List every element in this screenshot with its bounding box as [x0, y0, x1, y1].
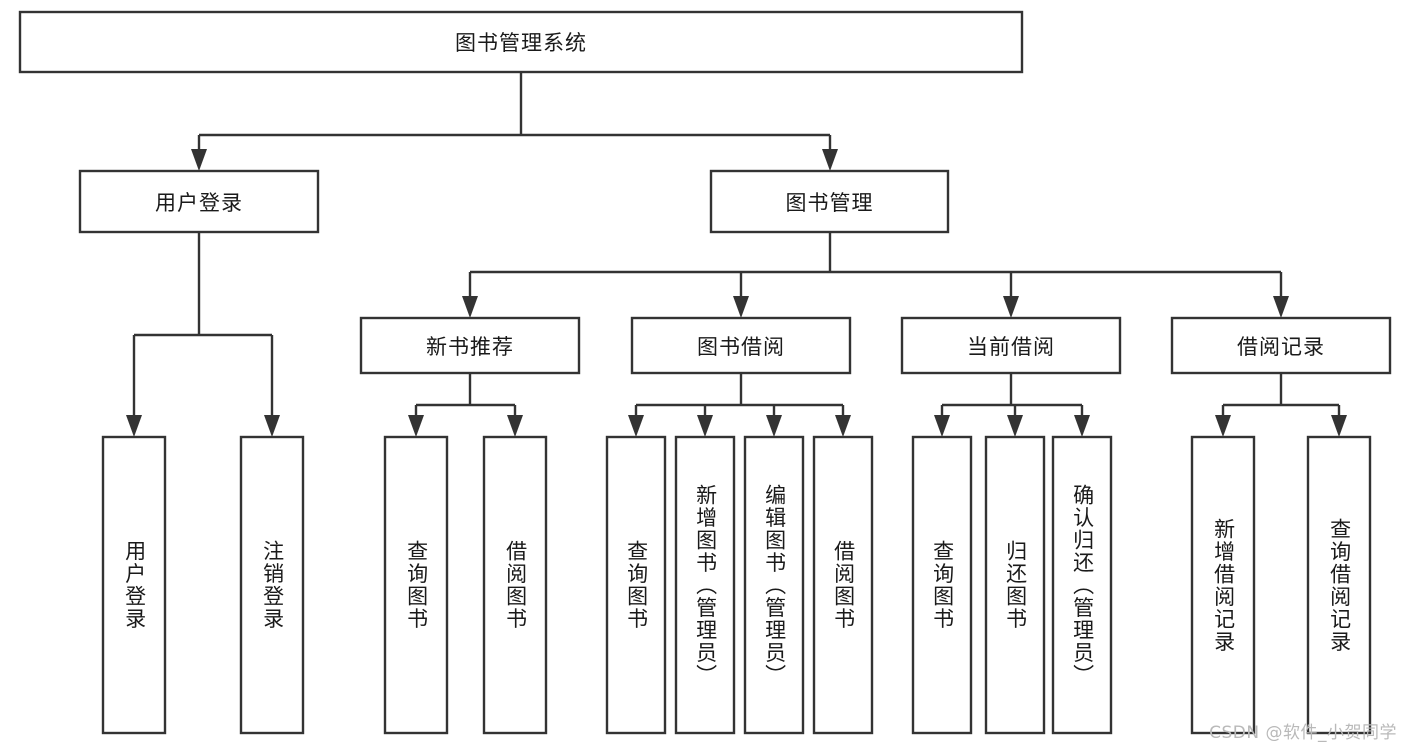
arrow-icon-book-manage-children-3 — [1273, 296, 1289, 318]
arrow-icon-book-manage-children-1 — [733, 296, 749, 318]
node-box-leaf-add-book[interactable] — [674, 435, 736, 735]
arrow-icon-root-children-1 — [822, 149, 838, 171]
connector-layer — [126, 72, 1347, 437]
node-box-leaf-query-book-3[interactable] — [911, 435, 973, 735]
connector-group-current-borrow — [934, 373, 1090, 437]
node-box-leaf-borrow-book-1[interactable] — [482, 435, 548, 735]
node-box-leaf-borrow-book-2[interactable] — [812, 435, 874, 735]
node-box-new-book-rec[interactable] — [359, 316, 581, 375]
arrow-icon-user-login-children-0 — [126, 415, 142, 437]
node-box-leaf-query-book-2[interactable] — [605, 435, 667, 735]
node-box-leaf-user-logout[interactable] — [239, 435, 305, 735]
node-box-leaf-query-book-1[interactable] — [383, 435, 449, 735]
arrow-icon-user-login-children-1 — [264, 415, 280, 437]
arrow-icon-new-book-rec-children-1 — [507, 415, 523, 437]
node-box-leaf-return-book[interactable] — [984, 435, 1046, 735]
node-box-leaf-user-login[interactable] — [101, 435, 167, 735]
arrow-icon-current-borrow-children-0 — [934, 415, 950, 437]
node-box-book-borrow[interactable] — [630, 316, 852, 375]
arrow-icon-book-manage-children-2 — [1003, 296, 1019, 318]
node-box-user-login[interactable] — [78, 169, 320, 234]
node-box-borrow-record[interactable] — [1170, 316, 1392, 375]
arrow-icon-current-borrow-children-1 — [1007, 415, 1023, 437]
arrow-icon-root-children-0 — [191, 149, 207, 171]
node-box-layer — [18, 10, 1392, 735]
node-box-book-manage[interactable] — [709, 169, 950, 234]
connector-group-book-borrow — [628, 373, 851, 437]
node-box-leaf-query-record[interactable] — [1306, 435, 1372, 735]
connector-group-root — [191, 72, 838, 171]
connector-group-borrow-record — [1215, 373, 1347, 437]
watermark-text: CSDN @软件_小贺同学 — [1209, 723, 1397, 743]
node-box-root[interactable] — [18, 10, 1024, 74]
arrow-icon-new-book-rec-children-0 — [408, 415, 424, 437]
node-box-leaf-add-record[interactable] — [1190, 435, 1256, 735]
arrow-icon-book-borrow-children-0 — [628, 415, 644, 437]
node-box-leaf-confirm-return[interactable] — [1051, 435, 1113, 735]
node-box-current-borrow[interactable] — [900, 316, 1122, 375]
connector-group-book-manage — [462, 232, 1289, 318]
node-box-leaf-edit-book[interactable] — [743, 435, 805, 735]
arrow-icon-borrow-record-children-0 — [1215, 415, 1231, 437]
arrow-icon-book-borrow-children-3 — [835, 415, 851, 437]
arrow-icon-book-borrow-children-1 — [697, 415, 713, 437]
connector-group-new-book-rec — [408, 373, 523, 437]
arrow-icon-book-borrow-children-2 — [766, 415, 782, 437]
arrow-icon-current-borrow-children-2 — [1074, 415, 1090, 437]
connector-group-user-login — [126, 232, 280, 437]
arrow-icon-borrow-record-children-1 — [1331, 415, 1347, 437]
arrow-icon-book-manage-children-0 — [462, 296, 478, 318]
